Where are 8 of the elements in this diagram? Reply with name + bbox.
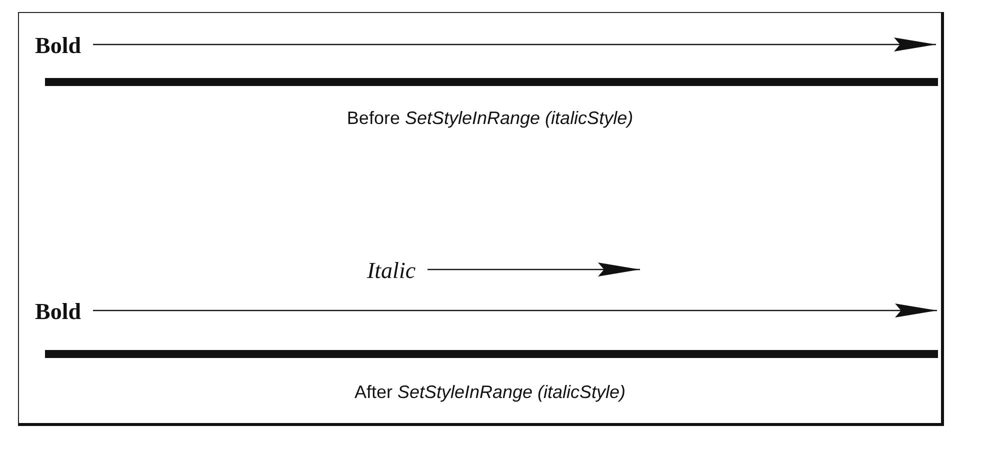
style-run-label: Italic xyxy=(367,259,416,282)
arrow xyxy=(93,304,937,318)
style-run-label: Bold xyxy=(35,300,82,323)
style-run-label: Bold xyxy=(35,34,82,57)
caption: After SetStyleInRange (italicStyle) xyxy=(354,382,626,403)
arrow xyxy=(428,262,640,276)
arrow xyxy=(93,38,936,52)
caption: Before SetStyleInRange (italicStyle) xyxy=(346,108,634,129)
